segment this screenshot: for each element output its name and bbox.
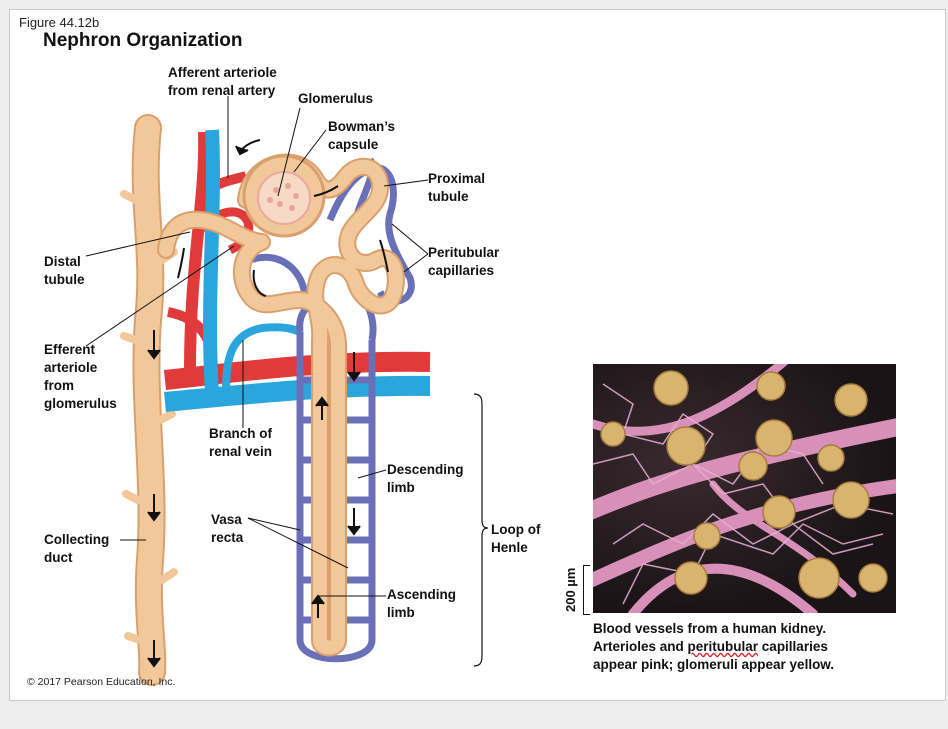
leader-lines: [85, 96, 429, 597]
label-branch-renal-vein: Branch of renal vein: [209, 426, 273, 459]
figure-title: Nephron Organization: [43, 30, 243, 51]
renal-vein: [164, 129, 431, 412]
label-afferent-arteriole: Afferent arteriole from renal artery: [168, 65, 277, 98]
bowmans-capsule: [242, 154, 326, 238]
label-vasa-recta: Vasa recta: [211, 512, 244, 545]
label-bowmans-capsule: Bowman’s capsule: [328, 119, 396, 152]
caption-line-3: appear pink; glomeruli appear yellow.: [593, 657, 835, 672]
label-loop-of-henle: Loop of Henle: [491, 522, 541, 555]
glomerulus: [257, 171, 311, 225]
figure-number: Figure 44.12b: [19, 15, 100, 30]
scale-bar: [583, 565, 590, 615]
label-proximal-tubule: Proximal tubule: [428, 171, 486, 204]
collecting-duct: [120, 114, 178, 686]
label-ascending-limb: Ascending limb: [387, 587, 457, 620]
caption-line-1: Blood vessels from a human kidney.: [593, 621, 827, 636]
label-descending-limb: Descending limb: [387, 462, 464, 495]
caption-line-2: Arterioles and peritubular capillaries: [593, 639, 828, 654]
copyright-notice: © 2017 Pearson Education, Inc.: [27, 676, 176, 688]
label-collecting-duct: Collecting duct: [44, 532, 110, 565]
label-glomerulus: Glomerulus: [298, 91, 374, 106]
label-distal-tubule: Distal tubule: [44, 254, 85, 287]
nephron-tubule: [157, 153, 405, 657]
micrograph-caption: Blood vessels from a human kidney. Arter…: [593, 620, 834, 674]
loop-bracket: [473, 393, 489, 667]
flow-arrows: [147, 139, 389, 668]
label-peritubular-capillaries: Peritubular capillaries: [428, 245, 500, 278]
scale-label: 200 µm: [563, 567, 578, 612]
kidney-micrograph: [593, 364, 896, 613]
label-efferent-arteriole: Efferent arteriole from glomerulus: [44, 342, 117, 411]
